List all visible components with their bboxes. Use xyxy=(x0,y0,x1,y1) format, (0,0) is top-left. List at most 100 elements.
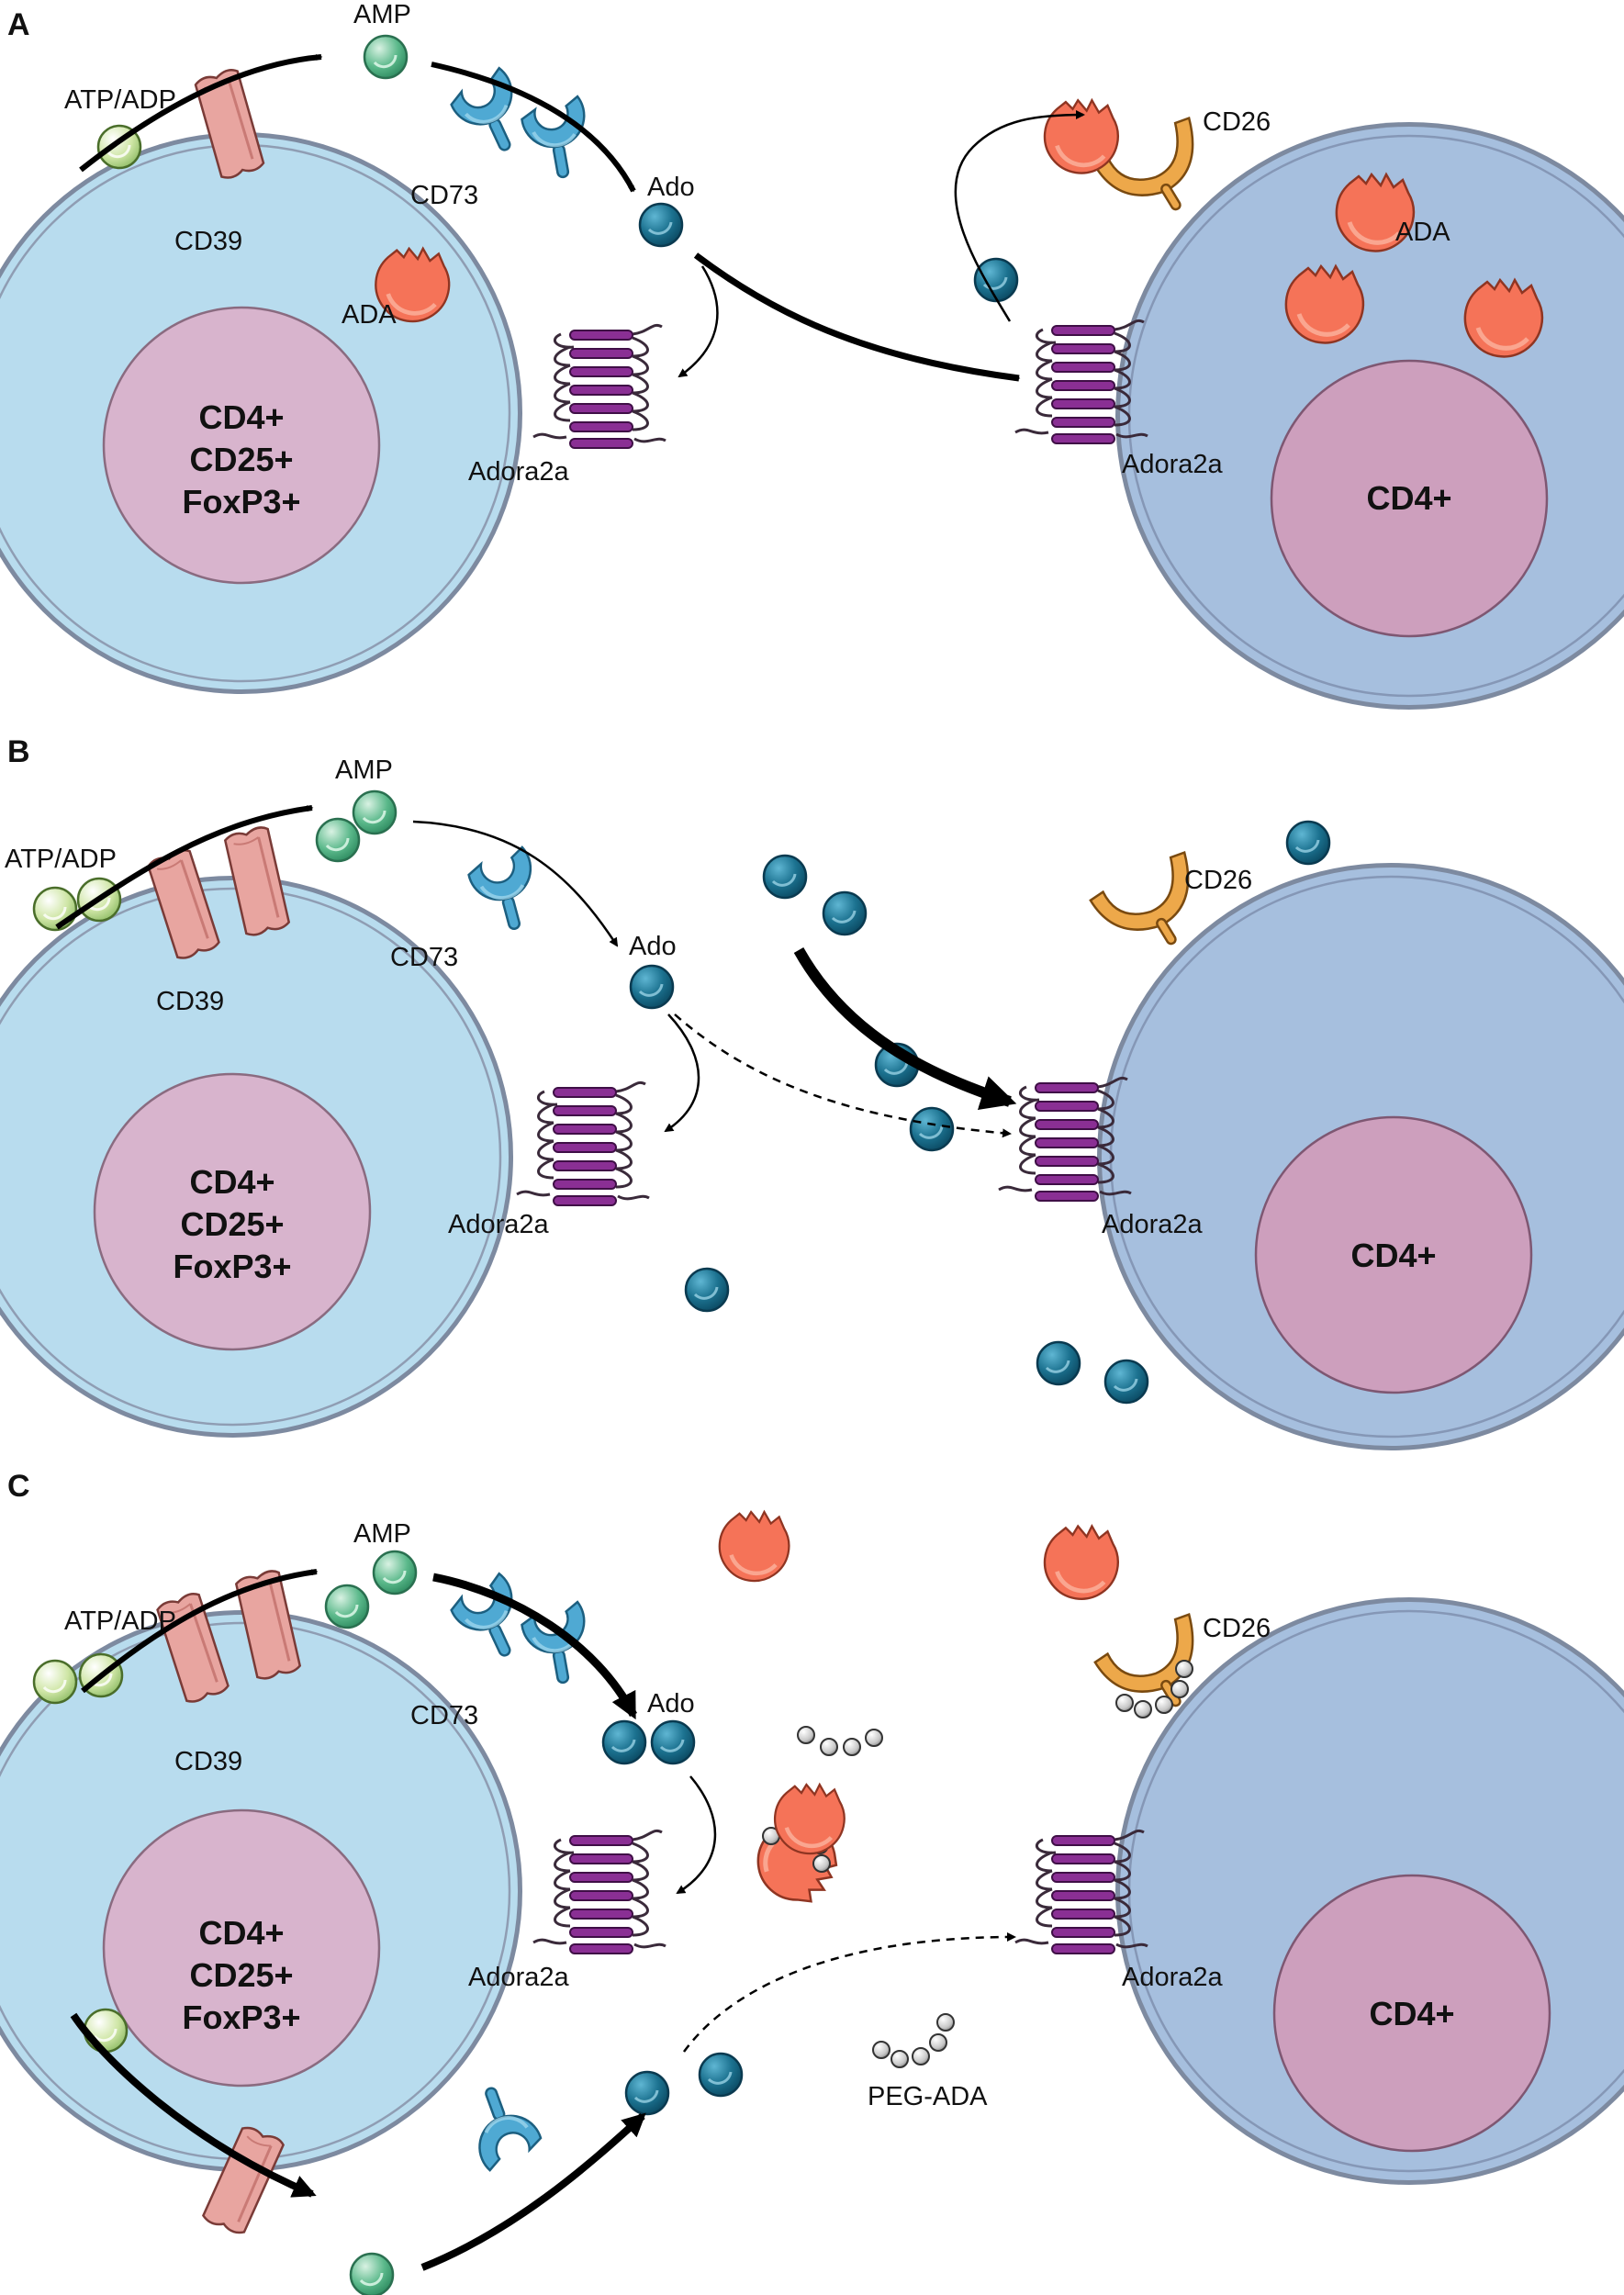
adora2a-label: Adora2a xyxy=(448,1210,550,1239)
adenosine-molecule xyxy=(1036,1340,1081,1386)
adenosine-molecule xyxy=(684,1267,730,1313)
atp-adp-label: ATP/ADP xyxy=(5,845,117,874)
cd73-label: CD73 xyxy=(410,181,478,210)
treg-nucleus-line: CD25+ xyxy=(180,1205,284,1243)
effector-nucleus xyxy=(1254,1115,1533,1394)
adora2a-label: Adora2a xyxy=(468,457,570,487)
cd73-enzyme xyxy=(520,95,594,177)
amp-label: AMP xyxy=(335,756,393,785)
cd26-label: CD26 xyxy=(1184,866,1252,895)
adenosine-molecule xyxy=(638,202,684,248)
adenosine-molecule xyxy=(1103,1359,1149,1405)
panel-letter: A xyxy=(7,7,30,42)
treg-nucleus-line: CD25+ xyxy=(189,1956,293,1994)
treg-nucleus-line: CD4+ xyxy=(198,1914,284,1952)
peg-bead xyxy=(890,2050,909,2068)
peg-bead xyxy=(797,1726,815,1744)
peg-bead xyxy=(1175,1660,1193,1678)
effector-nucleus xyxy=(1272,1874,1551,2153)
panel-c: C CD4+ CD25+ FoxP3+ CD4+ xyxy=(0,1469,1624,2295)
effector-nucleus xyxy=(1270,359,1549,638)
treg-nucleus xyxy=(102,306,381,585)
amp-label: AMP xyxy=(353,1519,411,1549)
panel-letter: B xyxy=(7,734,30,769)
adora2a-label: Adora2a xyxy=(1122,450,1224,479)
effector-cell: CD4+ xyxy=(1097,863,1624,1450)
peg-ada xyxy=(720,1512,883,1756)
adora2a-receptor xyxy=(532,1829,667,1955)
atp-adp-molecule xyxy=(83,2008,129,2054)
adenosine-molecule xyxy=(629,964,675,1010)
treg-nucleus-line: CD4+ xyxy=(198,398,284,436)
effector-cell: CD4+ xyxy=(1115,122,1624,710)
treg-cell: CD4+ CD25+ FoxP3+ xyxy=(0,1610,522,2172)
adora2a-receptor xyxy=(515,1080,651,1207)
atp-adp-label: ATP/ADP xyxy=(64,85,176,115)
peg-bead xyxy=(865,1729,883,1747)
atp-adp-molecule xyxy=(32,886,78,932)
peg-bead xyxy=(936,2013,955,2032)
peg-bead xyxy=(843,1738,861,1756)
peg-ada-label: PEG-ADA xyxy=(868,2082,988,2111)
ada-enzyme xyxy=(1286,266,1363,342)
cd73-enzyme xyxy=(462,2083,545,2172)
effector-nucleus-label: CD4+ xyxy=(1369,1995,1454,2032)
adora2a-label: Adora2a xyxy=(1122,1963,1224,1992)
ado-label: Ado xyxy=(647,1689,695,1718)
treg-nucleus xyxy=(102,1808,381,2088)
treg-cell: CD4+ CD25+ FoxP3+ xyxy=(0,876,513,1438)
amp-molecule xyxy=(349,2252,395,2295)
panel-letter: C xyxy=(7,1469,30,1504)
cd73-label: CD73 xyxy=(390,943,458,972)
peg-bead xyxy=(1115,1694,1134,1712)
effector-cell: CD4+ xyxy=(1115,1597,1624,2185)
ado-label: Ado xyxy=(647,173,695,202)
cd39-label: CD39 xyxy=(174,1747,242,1776)
peg-bead xyxy=(1170,1680,1189,1698)
panel-a: A CD4+ CD25+ FoxP3+ CD4+ xyxy=(0,0,1624,710)
amp-molecule xyxy=(315,817,361,863)
ada-label: ADA xyxy=(342,300,397,330)
peg-bead xyxy=(1155,1696,1173,1714)
adenosine-molecule xyxy=(909,1106,955,1152)
peg-bead xyxy=(820,1738,838,1756)
adenosine-molecule xyxy=(973,257,1019,303)
peg-bead xyxy=(929,2033,947,2052)
panel-b: B CD4+ CD25+ FoxP3+ CD4+ xyxy=(0,734,1624,1450)
amp-molecule xyxy=(324,1584,370,1629)
cd73-enzyme xyxy=(465,846,544,932)
adenosine-molecule xyxy=(698,2052,744,2098)
treg-cell: CD4+ CD25+ FoxP3+ xyxy=(0,132,522,694)
atp-adp-label: ATP/ADP xyxy=(64,1606,176,1636)
ada-label: ADA xyxy=(1395,218,1450,247)
treg-nucleus-line: FoxP3+ xyxy=(182,483,300,521)
cd26-label: CD26 xyxy=(1203,107,1271,137)
ada-enzyme xyxy=(1045,100,1118,173)
cd39-label: CD39 xyxy=(156,987,224,1016)
ada-enzyme xyxy=(775,1785,845,1853)
treg-nucleus xyxy=(93,1072,372,1351)
treg-nucleus-line: FoxP3+ xyxy=(173,1248,291,1285)
effector-nucleus-label: CD4+ xyxy=(1366,479,1451,517)
ada-enzyme xyxy=(1045,1527,1118,1599)
cd39-label: CD39 xyxy=(174,227,242,256)
treg-nucleus-line: CD4+ xyxy=(189,1163,274,1201)
ada-enzyme xyxy=(720,1512,790,1581)
amp-label: AMP xyxy=(353,0,411,29)
ada-enzyme xyxy=(1465,280,1542,356)
cd73-label: CD73 xyxy=(410,1701,478,1730)
adora2a-receptor xyxy=(532,323,667,450)
adenosine-molecule xyxy=(650,1719,696,1765)
adora2a-label: Adora2a xyxy=(468,1963,570,1992)
peg-ada xyxy=(775,1785,955,2068)
amp-molecule xyxy=(372,1550,418,1595)
amp-molecule xyxy=(352,789,398,835)
atp-adp-molecule xyxy=(32,1659,78,1705)
adora2a-label: Adora2a xyxy=(1102,1210,1204,1239)
adenosine-molecule xyxy=(762,854,808,900)
treg-nucleus-line: CD25+ xyxy=(189,441,293,478)
peg-bead xyxy=(1134,1700,1152,1718)
peg-bead xyxy=(812,1854,831,1873)
peg-bead xyxy=(872,2041,890,2059)
